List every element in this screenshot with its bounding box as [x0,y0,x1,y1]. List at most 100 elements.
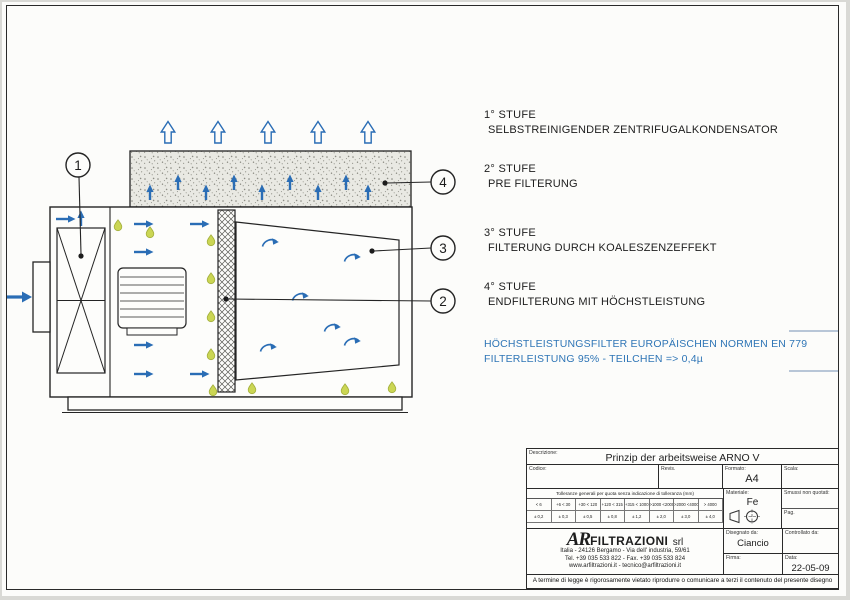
tolerance-value: ± 0,5 [576,510,601,523]
smussi-sub-cell: Smussi non quotati: [782,489,838,509]
callout-4-number: 4 [439,175,447,190]
callout-4: 4 [382,169,456,195]
callout-3: 3 [369,235,456,261]
company-address: Italia - 24126 Bergamo - Via dell' indus… [560,548,690,554]
formato-cell: Formato: A4 [722,465,781,488]
tolerance-range: +30 < 120 [576,498,601,511]
codice-cell: Codice: [527,465,658,488]
legal-note: A termine di legge è rigorosamente vieta… [527,574,838,587]
tolerance-value: ± 1,2 [625,510,650,523]
company-phone: Tel. +39 035 533 822 - Fax. +39 035 533 … [564,555,686,562]
disegnato-value: Ciancio [737,538,769,549]
callout-1: 1 [65,152,91,259]
smussi-cell: Smussi non quotati: Pag. [781,489,838,528]
tolerance-range: < 6 [527,498,552,511]
pag-label: Pag. [784,510,795,516]
signature-block: Disegnato da: Ciancio Controllato da: Fi… [723,529,838,574]
tolerance-title: Tolleranze generali per quota senza indi… [527,489,723,499]
materiale-cell: Materiale: Fe [723,489,781,528]
exhaust-arrow-icon [310,120,326,144]
machine-base [62,396,408,413]
disegnato-cell: Disegnato da: Ciancio [724,529,782,553]
code-row: Codice: Revis. Formato: A4 Scala: [527,465,838,489]
highlight-rules [789,330,838,372]
stage-item-3: 3° STUFE FILTERUNG DURCH KOALESZENZEFFEK… [484,226,840,256]
data-value: 22-05-09 [791,563,830,574]
motor [117,267,187,336]
tolerance-value: ± 0,8 [600,510,625,523]
tolerance-value: ± 0,3 [551,510,576,523]
stage-item-2: 2° STUFE PRE FILTERUNG [484,162,840,192]
callout-1-number: 1 [74,158,82,173]
stage-4-heading: 4° STUFE [484,281,537,293]
coalescence-filter [235,221,400,381]
exhaust-arrow-icon [360,120,376,144]
inlet-duct [32,261,51,333]
title-block: Descrizione: Prinzip der arbeitsweise AR… [526,448,839,589]
controllato-label: Controllato da: [785,530,819,536]
formato-value: A4 [745,473,759,485]
scala-cell: Scala: [781,465,838,488]
smussi-label: Smussi non quotati: [784,490,830,496]
callout-2: 2 [223,288,456,314]
controllato-cell: Controllato da: [782,529,838,553]
stage-item-4: 4° STUFE ENDFILTERUNG MIT HÖCHSTLEISTUNG [484,280,840,310]
tolerance-range: +6 < 30 [551,498,576,511]
callout-2-number: 2 [439,294,447,309]
tolerance-grid: < 6 +6 < 30 +30 < 120 +120 < 315 +315 < … [527,498,723,523]
filter-standard-line2: FILTERLEISTUNG 95% - TEILCHEN => 0,4µ [484,353,704,365]
scala-label: Scala: [784,466,799,472]
pag-sub-cell: Pag. [782,509,838,528]
disegnato-label: Disegnato da: [726,530,759,536]
data-label: Data: [785,555,798,561]
filter-standard-note: HÖCHSTLEISTUNGSFILTER EUROPÄISCHEN NORME… [484,337,840,367]
firma-label: Firma: [726,555,741,561]
fan-section [56,227,106,374]
descrizione-label: Descrizione: [529,450,558,456]
tolerance-range: +120 < 315 [600,498,625,511]
signature-row-1: Disegnato da: Ciancio Controllato da: [724,529,838,554]
signature-row-2: Firma: Data: 22-05-09 [724,554,838,574]
firma-cell: Firma: [724,554,782,574]
callout-3-number: 3 [439,241,447,256]
filter-standard-line1: HÖCHSTLEISTUNGSFILTER EUROPÄISCHEN NORME… [484,338,808,350]
stage-1-description: SELBSTREINIGENDER ZENTRIFUGALKONDENSATOR [488,124,778,136]
stage-item-1: 1° STUFE SELBSTREINIGENDER ZENTRIFUGALKO… [484,108,840,138]
tolerance-range: >1000 <2000 [649,498,674,511]
tolerance-range: +315 < 1000 [625,498,650,511]
data-cell: Data: 22-05-09 [782,554,838,574]
tolerance-value: ± 2,0 [649,510,674,523]
codice-label: Codice: [529,466,547,472]
tolerance-range: >2000 <4000 [674,498,699,511]
description-row: Descrizione: Prinzip der arbeitsweise AR… [527,449,838,465]
inlet-arrow [7,291,32,303]
tolerance-range: > 4000 [698,498,723,511]
stage-3-description: FILTERUNG DURCH KOALESZENZEFFEKT [488,242,717,254]
drawing-title: Prinzip der arbeitsweise ARNO V [605,452,760,464]
stage-2-heading: 2° STUFE [484,163,537,175]
tolerance-row: Tolleranze generali per quota senza indi… [527,489,838,529]
exhaust-arrows [160,120,376,144]
formato-label: Formato: [725,466,746,472]
projection-symbol-icon [729,509,760,524]
drawing-frame [6,5,839,590]
company-web: www.arfiltrazioni.it - tecnico@arfiltraz… [568,563,682,569]
materiale-label: Materiale: [726,490,749,496]
stage-1-heading: 1° STUFE [484,109,537,121]
materiale-value: Fe [746,497,759,508]
exhaust-arrow-icon [160,120,176,144]
logo-suffix: srl [672,537,684,548]
tolerance-value: ± 4,0 [698,510,723,523]
exhaust-arrow-icon [260,120,276,144]
tolerance-table: Tolleranze generali per quota senza indi… [527,489,723,528]
company-block: ARFILTRAZIONI srl Italia - 24126 Bergamo… [527,529,723,574]
company-row: ARFILTRAZIONI srl Italia - 24126 Bergamo… [527,529,838,574]
stage-2-description: PRE FILTERUNG [488,178,578,190]
callout-markers: 1 2 3 4 [65,152,456,314]
logo-ar: AR [566,529,591,550]
stage-3-heading: 3° STUFE [484,227,537,239]
tolerance-value: ± 3,0 [674,510,699,523]
exhaust-arrow-icon [210,120,226,144]
stage-4-description: ENDFILTERUNG MIT HÖCHSTLEISTUNG [488,296,706,308]
